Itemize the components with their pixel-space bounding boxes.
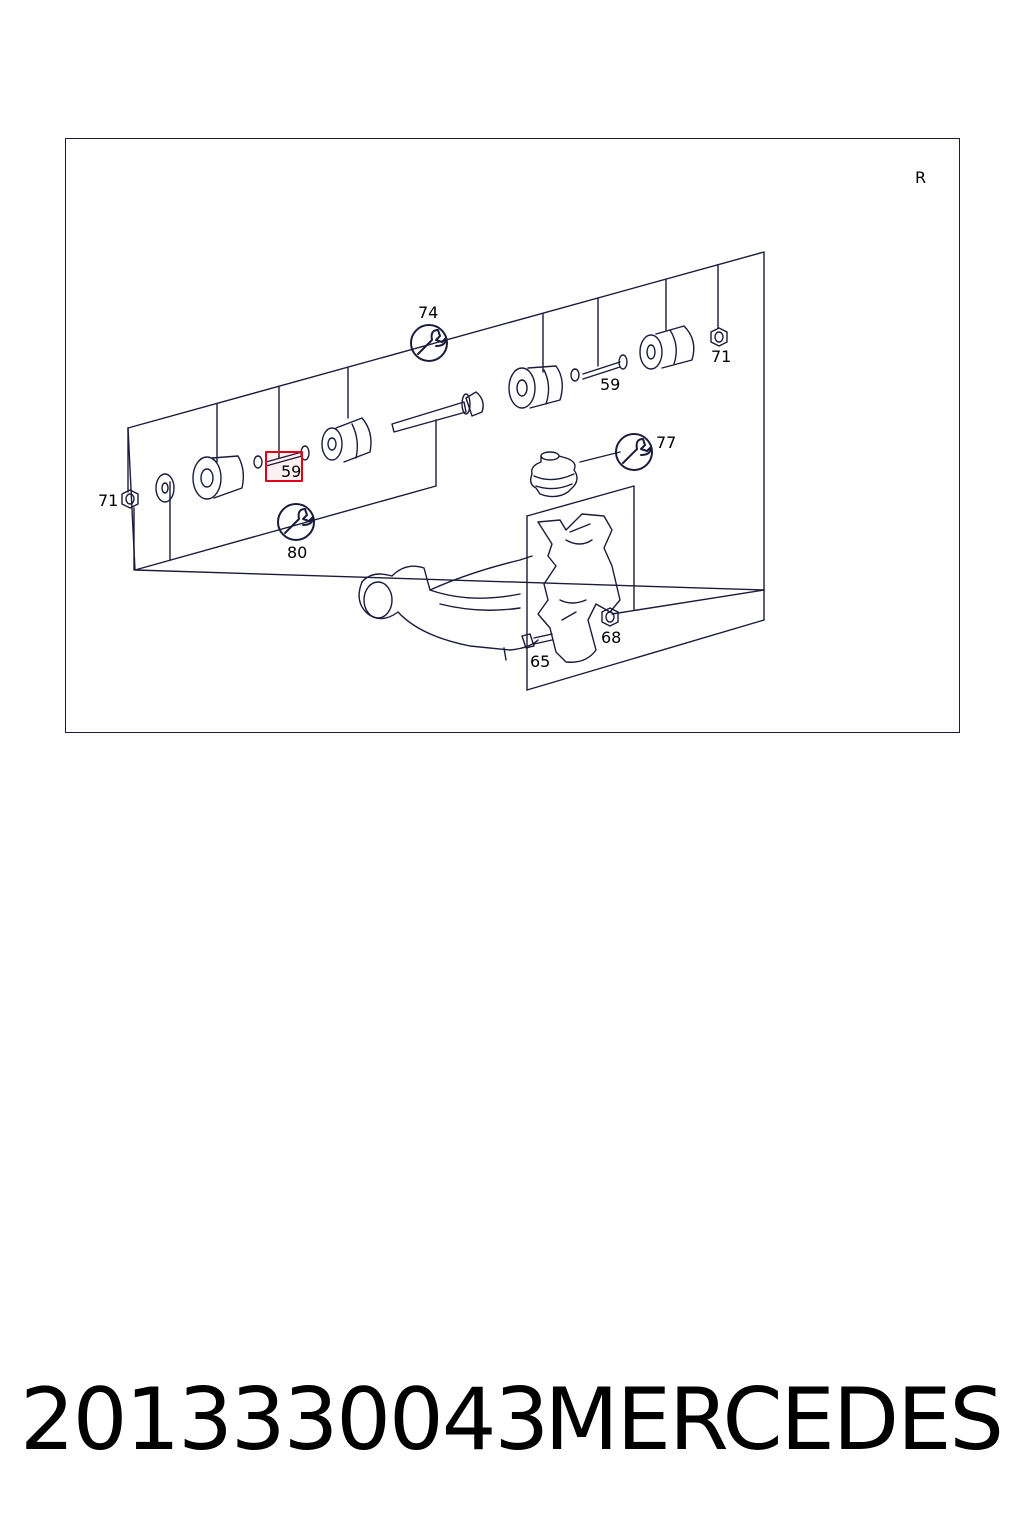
nut-part [710, 327, 728, 347]
torque-wrench-icon [277, 503, 315, 541]
callout-68[interactable]: 68 [601, 628, 621, 647]
washer-part [155, 473, 175, 503]
torque-wrench-icon [410, 324, 448, 362]
callout-77[interactable]: 77 [656, 433, 676, 452]
torque-wrench-icon [615, 433, 653, 471]
ball-joint-boot-part [529, 451, 578, 498]
bushing-part [192, 455, 245, 500]
callout-80[interactable]: 80 [287, 543, 307, 562]
callout-74[interactable]: 74 [418, 303, 438, 322]
long-bolt-part [391, 391, 484, 433]
bushing-part [508, 365, 563, 409]
callout-59-right[interactable]: 59 [600, 375, 620, 394]
brand-name: MERCEDES [544, 1370, 1004, 1470]
exploded-parts-diagram: R [98, 168, 926, 691]
assembly-frame-lines [127, 251, 765, 591]
callout-65[interactable]: 65 [530, 652, 550, 671]
control-arm-part [358, 555, 539, 661]
part-number: 2013330043 [20, 1370, 549, 1470]
selected-part-highlight[interactable] [265, 451, 303, 482]
knuckle-frame-lines [526, 451, 765, 691]
bolt-part [521, 633, 553, 649]
nut-part [601, 607, 619, 627]
bolt-part [570, 354, 628, 382]
callout-59-highlighted[interactable]: 59 [281, 462, 301, 481]
corner-label: R [915, 168, 926, 187]
diagram-frame [65, 138, 960, 733]
footer: 2013330043 MERCEDES [0, 1370, 1024, 1470]
bushing-part [321, 417, 372, 463]
callout-71-left[interactable]: 71 [98, 491, 118, 510]
callout-71-right[interactable]: 71 [711, 347, 731, 366]
bushing-part [639, 325, 695, 370]
nut-part [121, 489, 139, 509]
steering-knuckle-part [537, 513, 621, 663]
